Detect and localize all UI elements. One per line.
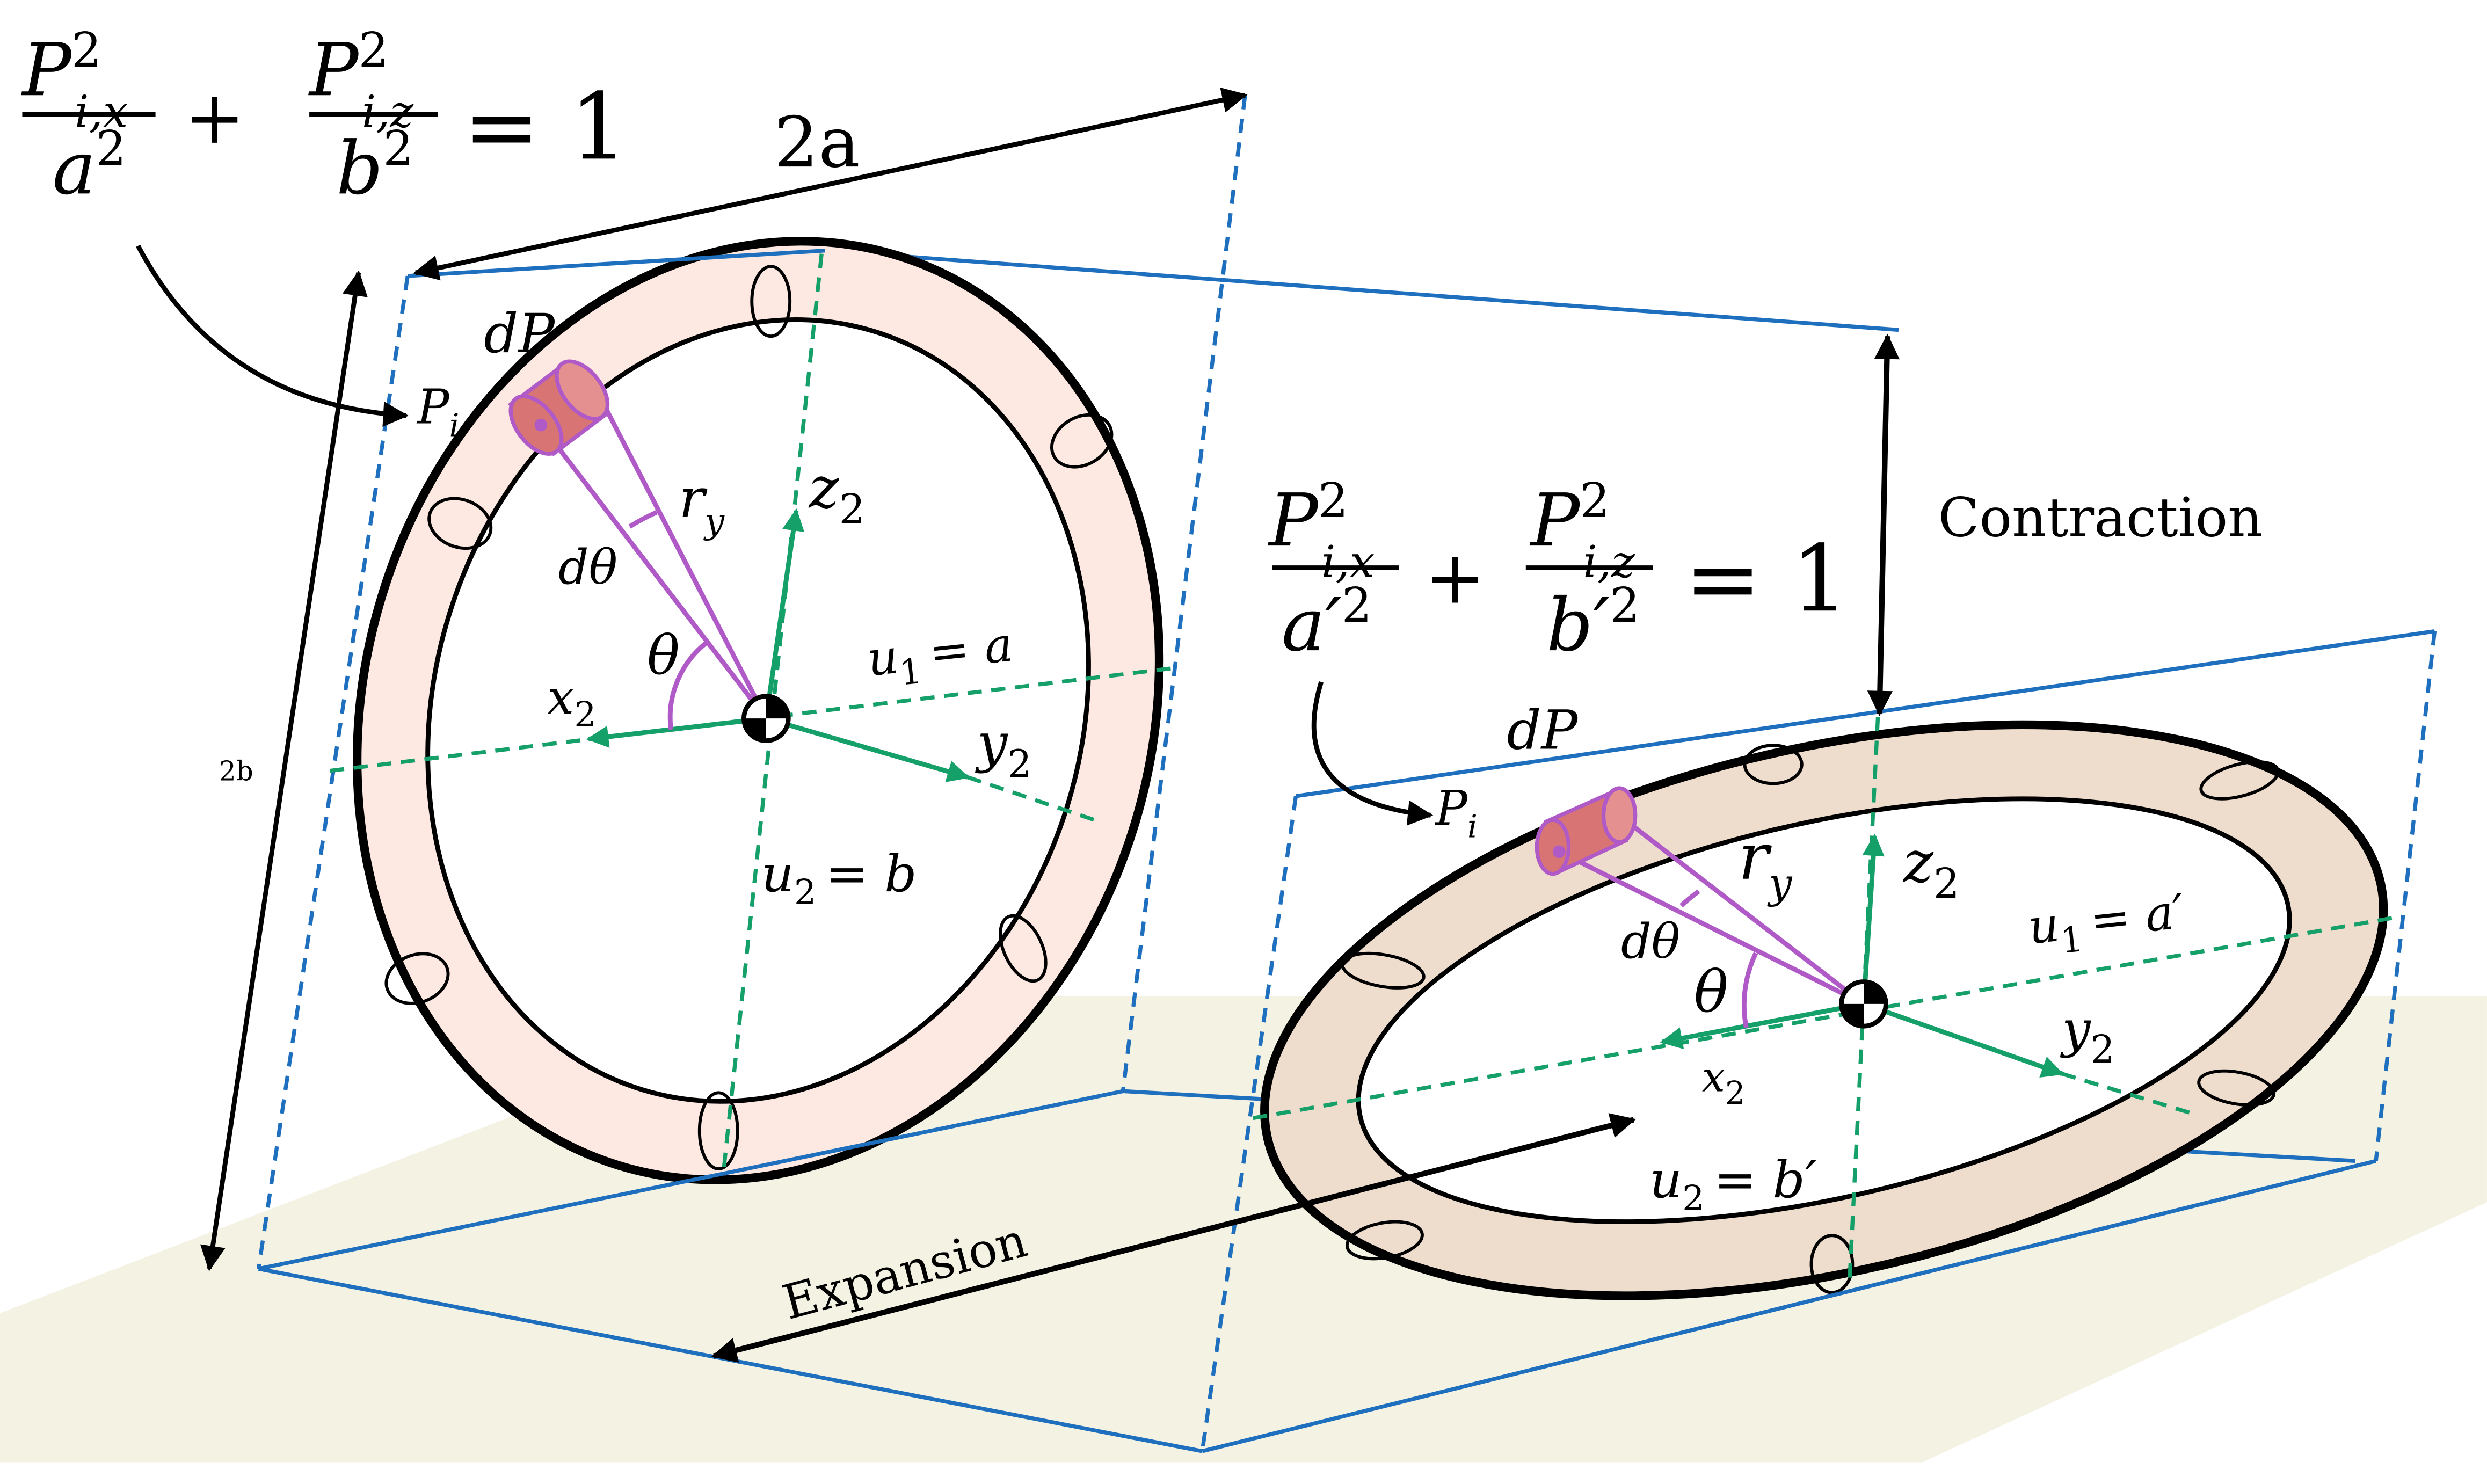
left-x2-label: x2: [547, 670, 596, 735]
right-frame-top: [1295, 629, 2435, 798]
right-eq-den1: a′2: [1282, 578, 1372, 668]
right-u1-label: u1= a′: [2026, 884, 2188, 965]
left-center-of-mass-icon: [741, 694, 791, 743]
left-u1-label: u1= a: [864, 616, 1016, 696]
left-x2-arrow: [586, 716, 767, 748]
dim-2a-label: 2a: [774, 101, 860, 183]
right-frame-right-dashed: [2374, 631, 2437, 1161]
left-Pi-label: Pi: [416, 380, 460, 444]
left-dtheta-label: dθ: [558, 540, 617, 595]
right-eq-plus: +: [1424, 536, 1486, 621]
right-y2-label: y2: [2060, 1000, 2115, 1072]
right-u2-label: u2= b′: [1649, 1151, 1816, 1219]
left-y2-label: y2: [975, 711, 1032, 787]
dim-2b-label: 2b: [219, 755, 253, 787]
right-Pi-label: Pi: [1434, 781, 1478, 845]
expansion-arrow[interactable]: [711, 1113, 1637, 1363]
right-x2-arrow: [1660, 1001, 1864, 1050]
left-theta-arc: [667, 638, 711, 730]
left-ring-cross-sections: [384, 265, 1114, 1171]
right-x2-label: x2: [1702, 1053, 1746, 1111]
dim-2a-arrow[interactable]: [413, 88, 1248, 281]
left-eq-den2: b2: [336, 121, 413, 211]
right-y2-arrow: [1863, 1001, 2064, 1078]
left-u2-label: u2= b: [761, 845, 917, 913]
right-dtheta-arc: [1679, 889, 1700, 907]
left-z2-label: z2: [808, 455, 866, 534]
right-radius-line-1: [1558, 849, 1865, 1006]
left-eq-rhs: = 1: [463, 74, 628, 180]
left-ring-group: [136, 88, 2355, 1453]
left-dP-label: dP: [484, 302, 555, 365]
left-theta-label: θ: [647, 624, 679, 687]
left-ry-label: ry: [679, 467, 725, 542]
right-z2-label: z2: [1902, 829, 1960, 908]
left-Pi-pointer-arrow: [136, 244, 409, 427]
right-Pi-pointer-arrow: [1311, 681, 1434, 826]
left-dtheta-arc: [628, 510, 658, 529]
left-eq-den1: a2: [53, 121, 126, 211]
right-radius-line-2: [1619, 814, 1865, 1006]
right-eq-rhs: = 1: [1684, 526, 1849, 632]
dim-2b-arrow[interactable]: [200, 270, 368, 1271]
contraction-label: Contraction: [1938, 486, 2263, 549]
left-eq-plus: +: [184, 76, 245, 161]
left-z2-arrow: [763, 508, 805, 719]
right-theta-arc: [1741, 952, 1758, 1029]
left-dP-cylinder[interactable]: [500, 352, 617, 463]
right-theta-label: θ: [1694, 959, 1728, 1026]
left-radius-line-2: [594, 389, 768, 720]
right-eq-den2: b′2: [1546, 578, 1640, 668]
right-u1-axis-dashed: [1253, 914, 2401, 1121]
right-frame-base: [1202, 1159, 2377, 1453]
right-dP-cylinder[interactable]: [1535, 786, 1638, 876]
right-center-of-mass-icon: [1839, 979, 1888, 1029]
contraction-arrow[interactable]: [1867, 333, 1900, 717]
right-z2-arrow: [1861, 833, 1885, 1005]
right-dtheta-label: dθ: [1621, 914, 1680, 969]
left-y2-arrow: [765, 716, 970, 782]
right-ry-label: ry: [1739, 819, 1793, 907]
right-dP-label: dP: [1507, 699, 1578, 761]
left-radius-line-1: [539, 423, 768, 720]
